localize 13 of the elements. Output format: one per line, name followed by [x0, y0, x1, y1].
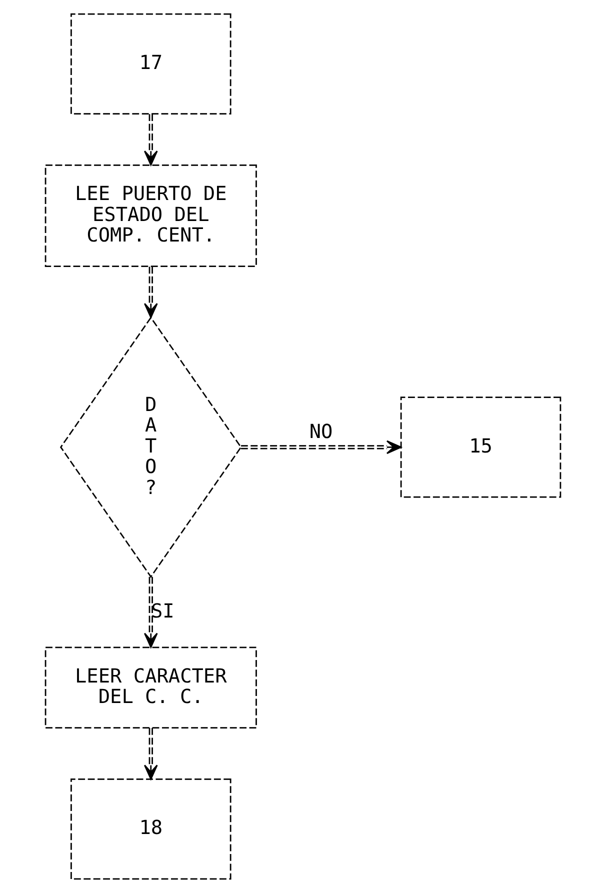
- node-box: LEER CARACTER DEL C. C.: [44, 646, 257, 729]
- node-box: 17: [70, 13, 232, 115]
- arrow: [144, 728, 158, 780]
- arrow: [144, 266, 158, 318]
- edge-label: SI: [150, 599, 174, 622]
- arrow: [144, 576, 158, 648]
- node-box: 18: [70, 778, 232, 880]
- node-box: LEE PUERTO DE ESTADO DEL COMP. CENT.: [44, 164, 257, 267]
- arrow: [241, 440, 402, 454]
- node-box: 15: [400, 396, 562, 498]
- edge-label: NO: [309, 420, 333, 443]
- node-diamond: DATO?: [60, 316, 242, 578]
- arrow: [144, 114, 158, 166]
